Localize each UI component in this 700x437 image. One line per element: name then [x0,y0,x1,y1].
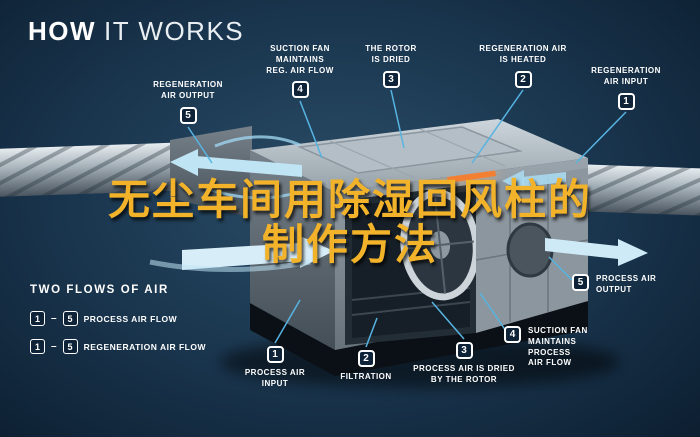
step-number: 1 [623,95,629,107]
legend-two-flows: TWO FLOWS OF AIR 1 – 5 PROCESS AIR FLOW … [30,284,206,367]
step-number: 1 [34,341,40,352]
air-flow-arrows [149,135,648,272]
label-regeneration-air-heated: REGENERATION AIR IS HEATED 2 [468,44,578,88]
label-text: SUCTION FAN MAINTAINS REG. AIR FLOW [266,44,334,75]
step-number: 3 [388,73,394,85]
step-number: 5 [67,313,73,324]
label-regeneration-air-output: REGENERATION AIR OUTPUT 5 [138,80,238,124]
label-process-air-dried: 3 PROCESS AIR IS DRIED BY THE ROTOR [402,342,526,386]
label-process-air-input: 1 PROCESS AIR INPUT [232,346,318,390]
step-badge: 5 [179,106,197,124]
chinese-headline-line1: 无尘车间用除湿回风柱的 [107,176,592,223]
unit-top-panel [297,126,523,174]
leader-lines [187,89,627,348]
step-badge: 5 [62,339,78,354]
label-text: REGENERATION AIR IS HEATED [479,44,567,64]
legend-dash: – [51,313,57,324]
label-text: THE ROTOR IS DRIED [365,44,417,64]
step-badge: 5 [62,311,78,326]
label-text: FILTRATION [340,372,392,381]
left-duct [0,142,179,197]
step-number: 1 [272,349,278,360]
rotor [400,189,480,301]
label-text: REGENERATION AIR OUTPUT [153,80,223,100]
legend-label: PROCESS AIR FLOW [83,313,178,324]
chinese-headline-line2: 制作方法 [261,220,438,268]
label-text: SUCTION FAN MAINTAINS PROCESS AIR FLOW [528,326,588,368]
legend-row-process: 1 – 5 PROCESS AIR FLOW [30,311,206,326]
step-number: 5 [185,109,191,121]
legend-dash: – [51,341,57,352]
step-number: 3 [461,345,467,356]
label-suction-fan-reg: SUCTION FAN MAINTAINS REG. AIR FLOW 4 [248,44,352,99]
step-number: 1 [34,313,40,324]
step-number: 5 [577,277,584,288]
title-how: HOW [28,16,97,46]
title-it-works: IT WORKS [104,16,245,46]
step-number: 2 [363,353,369,364]
step-badge: 2 [514,70,532,88]
legend-heading: TWO FLOWS OF AIR [30,284,169,296]
step-badge: 1 [617,92,635,110]
legend-label: REGENERATION AIR FLOW [83,341,206,352]
chinese-headline: 无尘车间用除湿回风柱的 制作方法 [0,176,700,268]
step-number: 4 [297,84,303,96]
step-badge: 4 [291,81,309,99]
step-badge: 1 [30,339,45,354]
label-regeneration-air-input: REGENERATION AIR INPUT 1 [578,66,674,110]
step-badge: 4 [504,326,521,343]
step-badge: 2 [357,350,375,367]
label-filtration: 2 FILTRATION [330,350,402,383]
step-badge: 3 [455,342,473,359]
regen-output-arrow [196,156,302,177]
label-suction-fan-process: 4 SUCTION FAN MAINTAINS PROCESS AIR FLOW [504,326,620,369]
process-input-arrow [182,243,300,270]
step-number: 4 [509,329,516,340]
step-badge: 5 [572,274,589,291]
label-text: PROCESS AIR IS DRIED BY THE ROTOR [413,364,515,384]
step-number: 5 [67,341,73,352]
regen-input-arrow [522,172,566,187]
step-badge: 3 [382,70,400,88]
step-badge: 1 [30,311,45,326]
label-text: PROCESS AIR INPUT [244,368,306,388]
step-number: 2 [520,73,526,85]
process-output-arrow [545,238,618,259]
label-rotor-is-dried: THE ROTOR IS DRIED 3 [352,44,430,88]
legend-row-regeneration: 1 – 5 REGENERATION AIR FLOW [30,339,206,354]
step-badge: 1 [266,346,284,363]
label-process-air-output: 5 PROCESS AIR OUTPUT [572,274,674,296]
label-text: REGENERATION AIR INPUT [591,66,661,86]
right-duct [555,163,700,216]
label-text: PROCESS AIR OUTPUT [596,274,657,294]
